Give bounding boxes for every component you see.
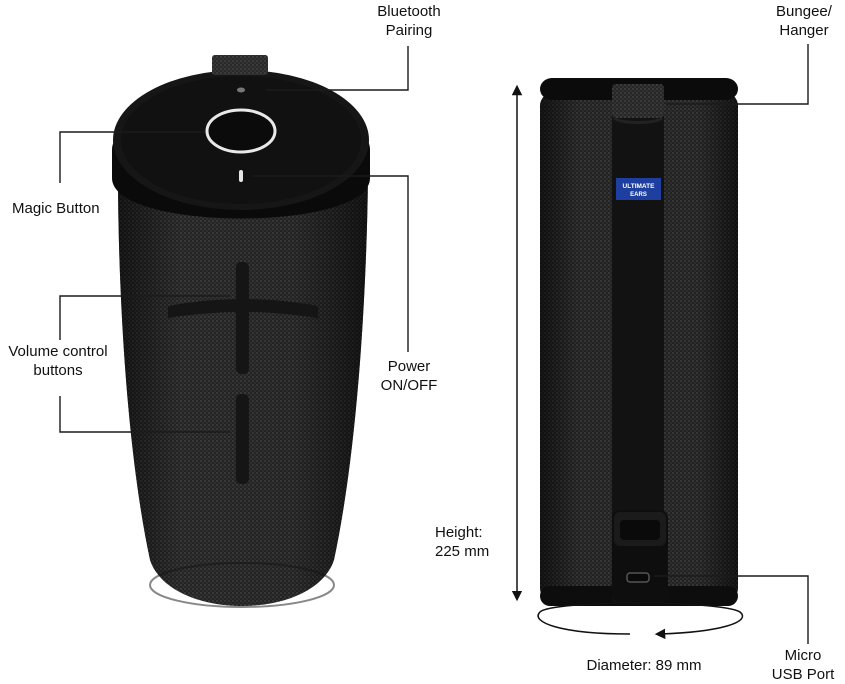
- height-label: Height: 225 mm: [435, 523, 489, 561]
- volume-control-label: Volume control buttons: [0, 342, 116, 380]
- micro-usb-port-label: Micro USB Port: [762, 646, 844, 684]
- callout-lines: [59, 44, 809, 644]
- micro-usb-label-line-2: USB Port: [771, 666, 835, 683]
- micro-usb-label-line-1: Micro: [784, 647, 822, 664]
- power-label-line-1: Power: [387, 358, 431, 375]
- magic-button-label-line-1: Magic Button: [12, 200, 100, 217]
- diameter-label-line-1: Diameter: 89 mm: [586, 657, 702, 674]
- volume-plus-button: [168, 262, 318, 374]
- bungee-strap: [612, 84, 664, 604]
- height-label-line-2: 225 mm: [435, 543, 490, 560]
- micro-usb-port: [626, 572, 650, 583]
- right-speaker: ULTIMATE EARS: [540, 78, 738, 606]
- bluetooth-pairing-label-line-2: Pairing: [385, 22, 433, 39]
- magic-button: [205, 108, 277, 154]
- bungee-hanger-label-line-2: Hanger: [779, 22, 829, 39]
- bluetooth-pairing-label: Bluetooth Pairing: [366, 2, 452, 40]
- volume-control-label-line-2: buttons: [33, 362, 83, 379]
- bungee-hanger-label: Bungee/ Hanger: [762, 2, 845, 40]
- diameter-label: Diameter: 89 mm: [562, 656, 726, 675]
- magic-button-label: Magic Button: [12, 199, 100, 218]
- diameter-arrow: [537, 602, 744, 640]
- power-on-off-label: Power ON/OFF: [368, 357, 450, 395]
- bluetooth-pairing-label-line-1: Bluetooth: [377, 3, 441, 20]
- brand-badge: [616, 178, 661, 200]
- brand-badge-line-2: EARS: [630, 192, 647, 198]
- left-speaker: [112, 55, 370, 608]
- volume-minus-button: [236, 394, 249, 484]
- brand-badge-line-1: ULTIMATE: [623, 183, 656, 190]
- height-label-line-1: Height:: [435, 524, 483, 541]
- bungee-hanger-label-line-1: Bungee/: [776, 3, 832, 20]
- power-button: [239, 170, 243, 182]
- volume-control-label-line-1: Volume control: [8, 343, 108, 360]
- power-label-line-2: ON/OFF: [380, 377, 438, 394]
- bluetooth-pairing-button: [237, 87, 245, 93]
